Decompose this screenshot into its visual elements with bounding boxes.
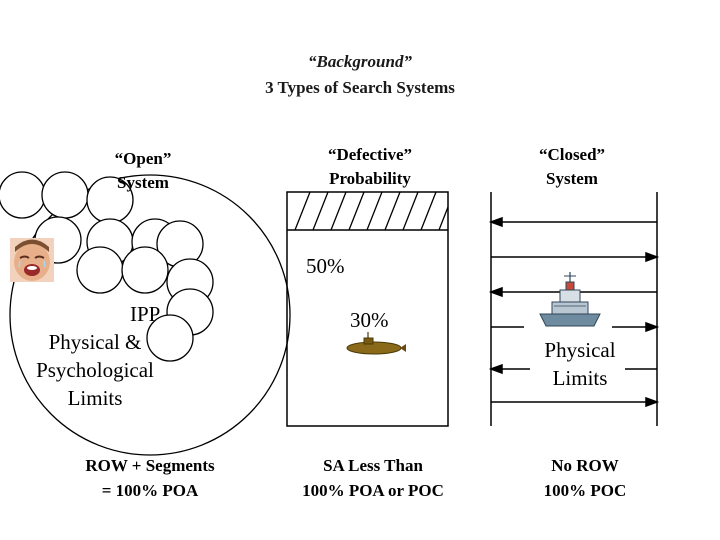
search-segments	[0, 171, 214, 362]
physical-label: Physical &	[48, 330, 142, 354]
defective-header-line-2: Probability	[329, 169, 411, 188]
arrow-left-icon	[488, 216, 503, 228]
ipp-label: IPP	[130, 302, 161, 326]
closed-physical-label: Physical	[544, 338, 616, 362]
open-system-graphic	[0, 171, 291, 456]
closed-header-line-1: “Closed”	[538, 145, 606, 164]
submarine-icon	[346, 332, 406, 355]
closed-header: “Closed” System	[512, 143, 632, 191]
open-header-line-1: “Open”	[114, 149, 172, 168]
closed-system-graphic	[488, 192, 660, 426]
open-caption: ROW + Segments = 100% POA	[55, 453, 245, 503]
arrow-right-icon	[645, 396, 660, 408]
open-area-boundary	[9, 174, 291, 456]
closed-caption-line-1: No ROW	[551, 456, 619, 475]
arrow-right-icon	[645, 251, 660, 263]
open-inner-labels: IPP Physical & Psychological Limits	[0, 300, 190, 412]
open-caption-line-2: = 100% POA	[101, 481, 199, 500]
arrow-left-icon	[488, 363, 503, 375]
lower-percent: 30%	[350, 308, 389, 332]
defective-caption: SA Less Than 100% POA or POC	[278, 453, 468, 503]
segment-circle	[0, 171, 46, 219]
sweep-arrows	[488, 216, 660, 408]
closed-inner-labels: Physical Limits	[520, 336, 640, 392]
open-header: “Open” System	[88, 147, 198, 195]
arrow-left-icon	[488, 286, 503, 298]
defective-area-box	[286, 191, 449, 427]
title-line-1: “Background”	[308, 52, 412, 71]
upper-percent: 50%	[306, 254, 345, 278]
crying-child-photo	[10, 238, 54, 282]
ship-icon	[539, 272, 601, 327]
closed-header-line-2: System	[546, 169, 598, 188]
hatch-lines	[294, 191, 449, 231]
arrow-right-icon	[645, 321, 660, 333]
defective-header-line-1: “Defective”	[327, 145, 412, 164]
open-header-line-2: System	[117, 173, 169, 192]
defective-box-graphic	[286, 191, 449, 427]
open-caption-line-1: ROW + Segments	[85, 456, 215, 475]
limits-label: Limits	[67, 386, 123, 410]
segment-circle	[41, 171, 89, 219]
psychological-label: Psychological	[36, 358, 154, 382]
defective-caption-line-1: SA Less Than	[323, 456, 423, 475]
segment-circle	[76, 246, 124, 294]
closed-caption-line-2: 100% POC	[543, 481, 627, 500]
defective-caption-line-2: 100% POA or POC	[302, 481, 444, 500]
segment-circle	[146, 314, 194, 362]
defective-header: “Defective” Probability	[300, 143, 440, 191]
segment-circle	[121, 246, 169, 294]
closed-limits-label: Limits	[552, 366, 608, 390]
closed-caption: No ROW 100% POC	[490, 453, 680, 503]
title-line-2: 3 Types of Search Systems	[265, 78, 455, 97]
